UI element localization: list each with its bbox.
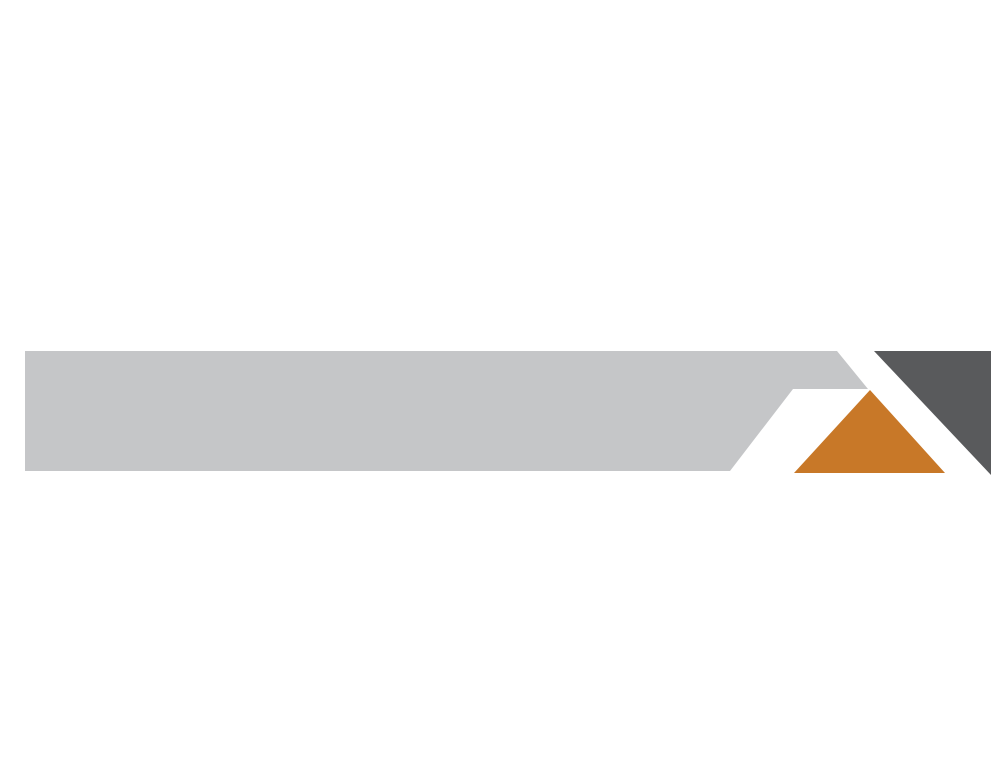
gray-bar-shape xyxy=(25,351,868,471)
orange-triangle-shape xyxy=(794,390,945,473)
dark-triangle-shape xyxy=(874,351,991,475)
